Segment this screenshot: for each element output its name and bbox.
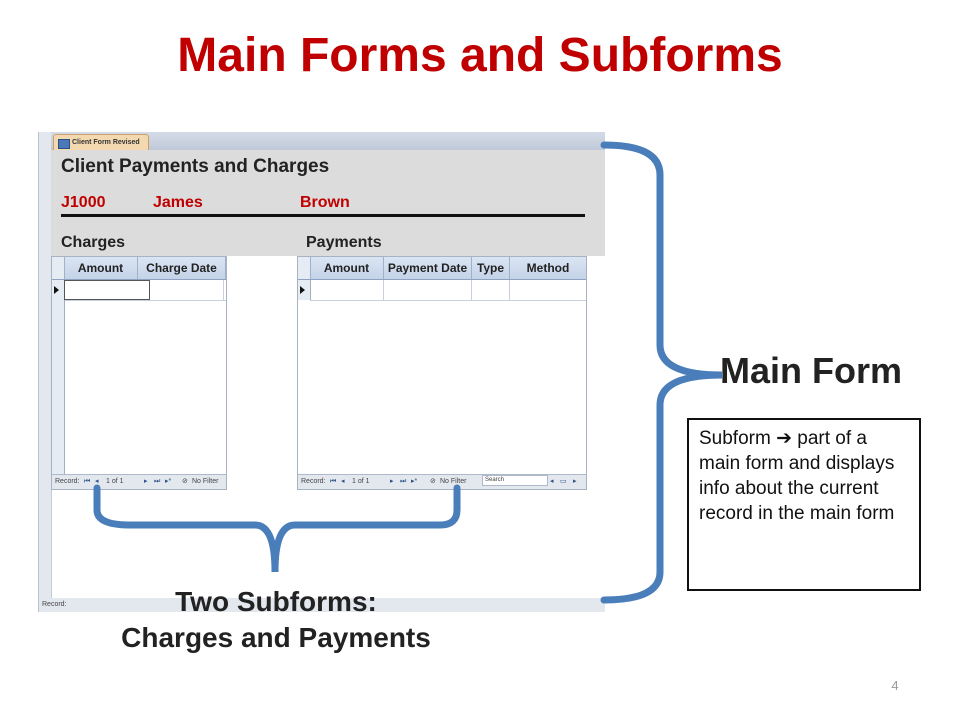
main-form-label: Main Form: [720, 350, 903, 391]
subforms-label-line2: Charges and Payments: [121, 622, 431, 653]
charges-nav-filter[interactable]: No Filter: [192, 478, 219, 485]
first-name-field[interactable]: James: [153, 194, 203, 211]
filter-icon[interactable]: ⊘: [182, 478, 188, 485]
charges-col-amount[interactable]: Amount: [64, 257, 138, 279]
payments-nav-record-label: Record:: [301, 478, 326, 485]
charges-label: Charges: [61, 234, 126, 251]
charges-select-all[interactable]: [52, 257, 65, 279]
new-record-icon[interactable]: ▸*: [411, 478, 418, 485]
charges-nav-record-label: Record:: [55, 478, 80, 485]
payments-col-method[interactable]: Method: [526, 261, 570, 275]
form-tab[interactable]: Client Form Revised: [53, 134, 149, 150]
charges-new-row[interactable]: [64, 280, 226, 301]
first-record-icon[interactable]: ⏮: [84, 478, 91, 485]
last-record-icon[interactable]: ⏭: [400, 478, 407, 485]
payments-nav-filter[interactable]: No Filter: [440, 478, 467, 485]
form-icon: [58, 139, 70, 149]
payments-date-cell[interactable]: [384, 280, 472, 300]
prev-record-icon[interactable]: ◂: [341, 478, 345, 485]
payments-nav-position[interactable]: 1 of 1: [352, 478, 370, 485]
charges-subform[interactable]: Amount Charge Date Record: ⏮ ◂ 1 of 1 ▸ …: [51, 256, 227, 490]
payments-search-input[interactable]: Search: [482, 475, 548, 486]
charges-date-cell[interactable]: [150, 280, 224, 300]
first-record-icon[interactable]: ⏮: [330, 478, 337, 485]
prev-record-icon[interactable]: ◂: [95, 478, 99, 485]
charges-nav-position[interactable]: 1 of 1: [106, 478, 124, 485]
last-name-field[interactable]: Brown: [300, 194, 350, 211]
charges-amount-cell[interactable]: [64, 280, 150, 300]
subform-definition-note: Subform ➔ part of a main form and displa…: [687, 418, 921, 591]
current-record-arrow-icon: [300, 286, 305, 294]
header-divider: [61, 214, 585, 217]
main-form-status-bar: Record:: [39, 598, 605, 612]
page-number: 4: [891, 678, 899, 693]
payments-type-cell[interactable]: [472, 280, 510, 300]
payments-label: Payments: [306, 234, 382, 251]
filter-icon[interactable]: ⊘: [430, 478, 436, 485]
payments-col-payment-date[interactable]: Payment Date: [384, 257, 472, 279]
scroll-thumb-icon[interactable]: ▭: [560, 478, 567, 485]
form-header: Client Payments and Charges J1000 James …: [51, 150, 605, 256]
client-id-field[interactable]: J1000: [61, 194, 106, 211]
payments-row-selector[interactable]: [298, 280, 311, 300]
slide-title: Main Forms and Subforms: [177, 29, 783, 82]
last-record-icon[interactable]: ⏭: [154, 478, 161, 485]
next-record-icon[interactable]: ▸: [144, 478, 148, 485]
form-header-title: Client Payments and Charges: [61, 156, 330, 177]
main-status-record-label: Record:: [42, 601, 67, 608]
charges-col-charge-date[interactable]: Charge Date: [138, 257, 226, 279]
subforms-label-line1: Two Subforms:: [175, 586, 377, 617]
payments-col-type[interactable]: Type: [472, 257, 510, 279]
scroll-right-icon[interactable]: ▸: [573, 478, 577, 485]
payments-new-row[interactable]: [310, 280, 586, 301]
new-record-icon[interactable]: ▸*: [165, 478, 172, 485]
charges-grid-header: Amount Charge Date: [52, 257, 226, 280]
document-tab-strip: Client Form Revised: [51, 132, 605, 150]
main-form-brace: [600, 141, 723, 604]
subforms-brace: [93, 484, 461, 573]
current-record-arrow-icon: [54, 286, 59, 294]
form-tab-label: Client Form Revised: [72, 139, 140, 146]
payments-amount-cell[interactable]: [310, 280, 384, 300]
next-record-icon[interactable]: ▸: [390, 478, 394, 485]
access-form-window: Client Form Revised Client Payments and …: [38, 132, 605, 612]
payments-select-all[interactable]: [298, 257, 311, 279]
payments-grid-header: Amount Payment Date Type Method: [298, 257, 586, 280]
payments-subform[interactable]: Amount Payment Date Type Method Record: …: [297, 256, 587, 490]
subforms-label: Two Subforms: Charges and Payments: [60, 584, 492, 656]
payments-navigation-bar: Record: ⏮ ◂ 1 of 1 ▸ ⏭ ▸* ⊘ No Filter Se…: [298, 474, 586, 489]
payments-col-amount[interactable]: Amount: [310, 257, 384, 279]
scroll-left-icon[interactable]: ◂: [550, 478, 554, 485]
charges-empty-selector: [52, 300, 65, 475]
